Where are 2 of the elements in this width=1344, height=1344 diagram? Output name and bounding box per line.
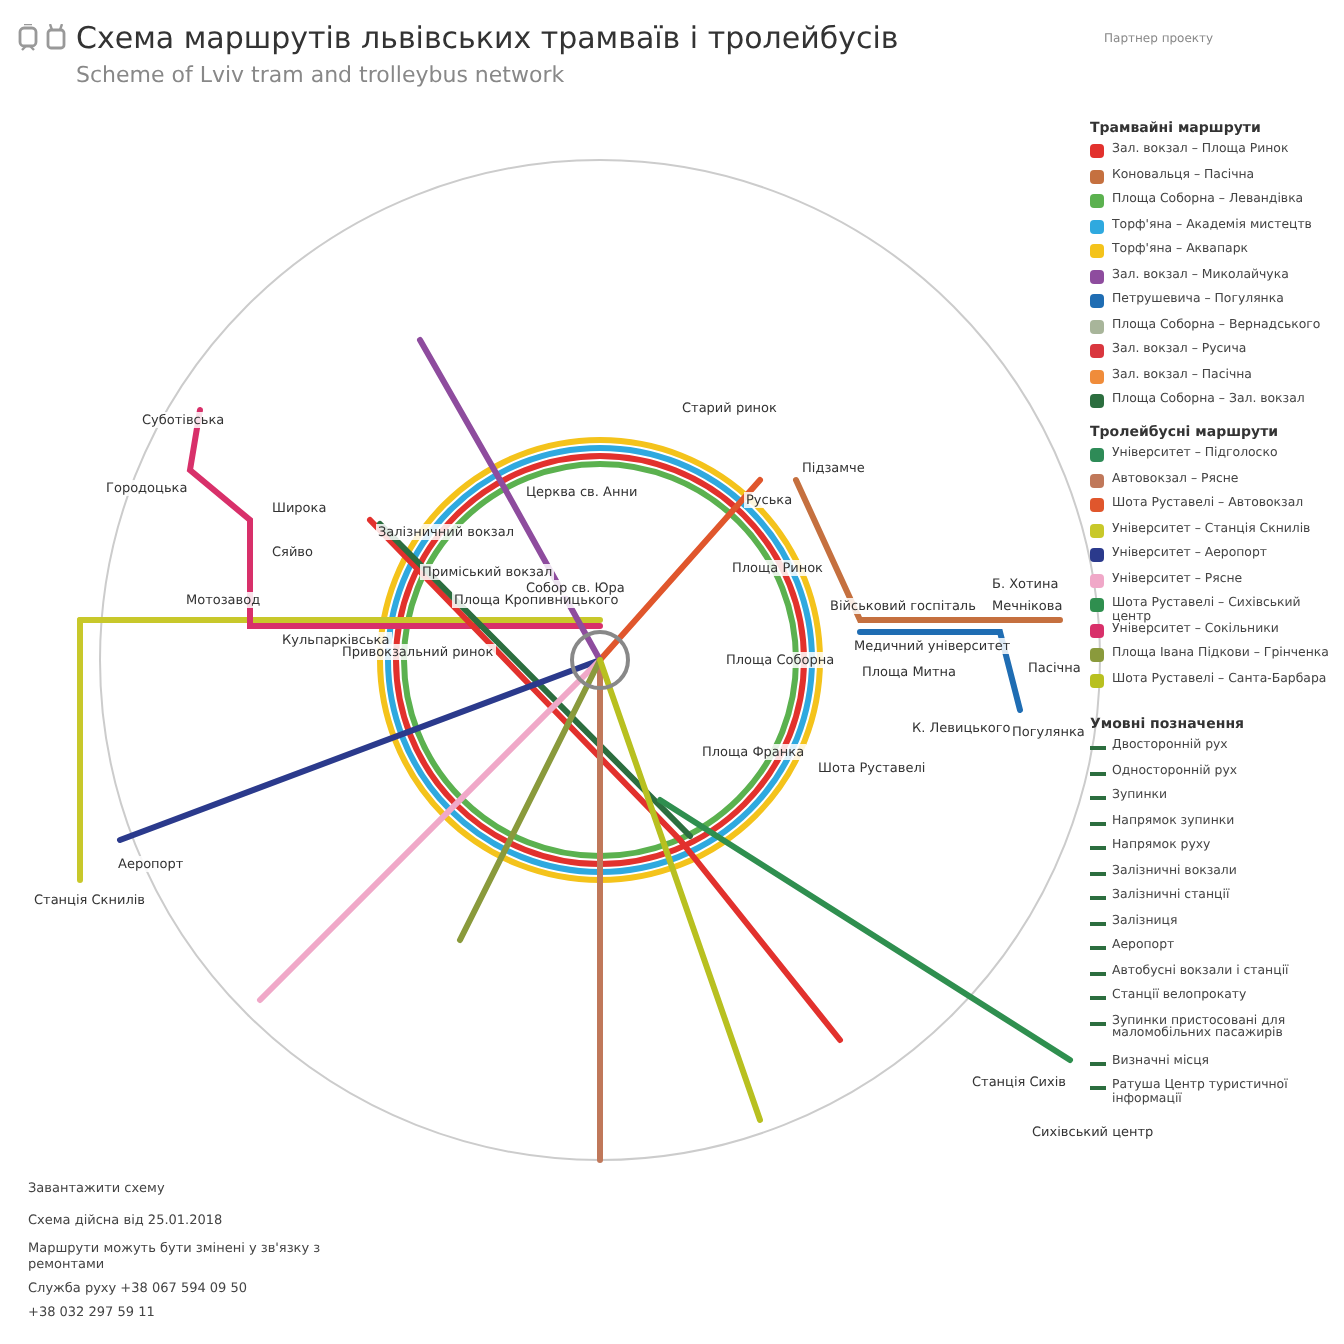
map-title: Схема маршрутів львівських трамваїв і тролейбусів <box>76 20 899 56</box>
subtitle: Scheme of Lviv tram and trolleybus network <box>76 62 565 88</box>
